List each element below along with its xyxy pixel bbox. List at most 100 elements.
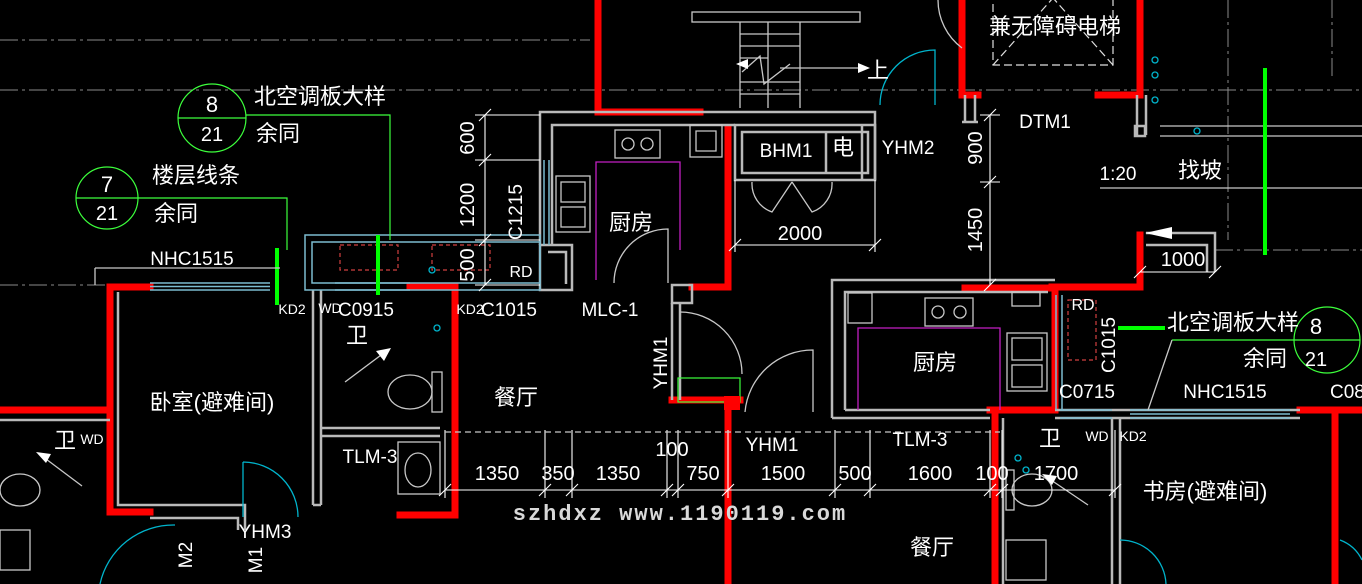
tag-kd2-mid: KD2: [456, 301, 483, 317]
dimension-value: 1450: [965, 208, 987, 253]
stove: [924, 297, 974, 327]
callout-sheet-number: 21: [1305, 349, 1327, 371]
wall: [668, 396, 744, 584]
wall: [670, 303, 682, 400]
callout-sheet-number: 21: [96, 203, 118, 225]
drain-icon: [428, 266, 436, 274]
door-swing: [744, 349, 814, 413]
door-swing: [1119, 539, 1167, 584]
tag-c0715: C0715: [1059, 382, 1115, 403]
wall: [311, 290, 323, 507]
tag-c0915: C0915: [338, 300, 394, 321]
dimension-value: 1350: [475, 463, 520, 485]
wall: [830, 278, 1055, 418]
tag-yhm2: YHM2: [882, 138, 935, 159]
arrow-head: [1042, 474, 1057, 485]
stove: [614, 129, 661, 159]
dimension-labels: 600 1200 500 900 1450 2000 1000 1350 350…: [457, 121, 1205, 485]
dimension-line: [734, 180, 876, 252]
drain-icon: [1151, 71, 1159, 79]
dimension-value: 100: [975, 463, 1008, 485]
burner: [640, 137, 654, 151]
room-dining-west: 餐厅: [494, 385, 538, 410]
washbasin: [0, 529, 31, 571]
appliance: [1011, 291, 1041, 307]
threshold-marker: [677, 377, 741, 403]
bay-window: [311, 241, 541, 284]
appliance: [689, 124, 723, 158]
dimension-value: 900: [965, 131, 987, 164]
dimension-ticks: [1133, 265, 1222, 279]
wall: [733, 123, 877, 182]
window: [150, 282, 270, 291]
dimension-value: 500: [838, 463, 871, 485]
wall: [548, 250, 568, 284]
slope-ratio: 1:20: [1100, 164, 1137, 185]
drain-icon: [1151, 56, 1159, 64]
door-swing: [1339, 539, 1362, 561]
dimension-value: 1200: [457, 183, 479, 228]
leader-line: [1147, 339, 1173, 411]
arrow-line: [41, 455, 83, 487]
dimension-value: 350: [541, 463, 574, 485]
ac-unit-outline: [339, 244, 399, 271]
doors: [99, 0, 1362, 584]
wall: [116, 292, 247, 530]
callout-detail-number: 8: [1310, 314, 1322, 339]
tag-m2: M2: [176, 542, 197, 568]
wall: [550, 123, 735, 245]
tag-wd-west: WD: [318, 300, 341, 316]
tag-yhm1-vertical: YHM1: [651, 337, 672, 390]
appliance: [847, 292, 873, 324]
sink: [1006, 332, 1048, 392]
tag-rd-west: RD: [509, 264, 532, 281]
drain-icon: [433, 324, 441, 332]
tag-tlm3-west: TLM-3: [343, 447, 398, 468]
dimension-line: [475, 114, 540, 286]
callout-label: 北空调板大样: [1167, 310, 1299, 335]
arrow-line: [344, 351, 386, 383]
callout-note: 余同: [154, 201, 198, 226]
folding-door: [751, 181, 833, 213]
drain-icon: [1193, 127, 1201, 135]
dimension-value: 600: [457, 121, 479, 154]
counter-line: [595, 161, 681, 280]
burner: [931, 305, 945, 319]
tag-dtm1: DTM1: [1019, 112, 1071, 133]
sink: [555, 175, 591, 233]
callout-note: 余同: [1243, 346, 1287, 371]
stair-up-label: 上: [867, 58, 889, 83]
tag-c1015-east: C1015: [1099, 317, 1120, 373]
wall: [106, 283, 154, 516]
drain-icon: [1151, 96, 1159, 104]
room-kitchen-east: 厨房: [913, 350, 957, 375]
wall: [1094, 0, 1144, 99]
door-swing: [242, 461, 299, 518]
dimension-ticks: [438, 483, 1122, 497]
arrow-head: [36, 452, 51, 463]
tag-bhm1: BHM1: [760, 141, 813, 162]
tag-m1: M1: [246, 547, 267, 573]
dimension-ticks: [478, 108, 492, 292]
room-bedroom: 卧室(避难间): [150, 390, 275, 415]
drain-icon: [1022, 466, 1030, 474]
tag-electric: 电: [832, 135, 854, 160]
direction-arrows: [36, 227, 1172, 506]
elevator-shaft: [992, 0, 1114, 66]
window: [335, 282, 410, 291]
existing-walls: [0, 95, 1300, 584]
door-swing: [613, 228, 669, 284]
arrow-head: [376, 348, 391, 361]
stair-treads: [740, 33, 800, 95]
wall: [150, 516, 240, 530]
sink-basin: [1011, 364, 1043, 388]
leader-line: [94, 267, 280, 285]
callout-note: 余同: [256, 121, 300, 146]
counter-line: [857, 327, 1001, 410]
washbasin: [397, 441, 441, 495]
dimension-ticks: [983, 108, 997, 292]
tag-c08: C08: [1330, 382, 1362, 403]
dimension-value: 1000: [1161, 249, 1206, 271]
